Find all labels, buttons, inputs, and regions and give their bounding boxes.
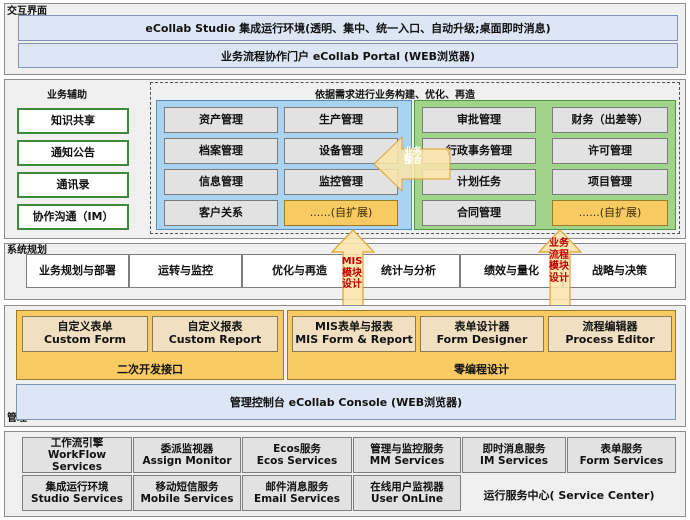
plan-deploy: 业务规划与部署 <box>26 254 129 288</box>
mis-design-label: MIS模块设计 <box>341 256 363 290</box>
service-online-en: User OnLine <box>370 493 444 505</box>
service-mm-en: MM Services <box>369 455 445 467</box>
service-form-en: Form Services <box>579 455 664 467</box>
service-assign: 委派监视器 Assign Monitor <box>133 437 241 473</box>
mis-form-en: MIS Form & Report <box>295 333 413 346</box>
module-customer: 客户关系 <box>164 200 278 226</box>
process-editor-box: 流程编辑器 Process Editor <box>548 316 672 352</box>
studio-bar-label: eCollab Studio 集成运行环境(透明、集中、统一入口、自动升级;桌面… <box>145 22 551 35</box>
module-contract: 合同管理 <box>422 200 536 226</box>
build-title: 依据需求进行业务构建、优化、再造 <box>315 90 475 101</box>
planning-layer-title: 系统规划 <box>7 245 47 256</box>
service-ecos-cn: Ecos服务 <box>273 442 321 455</box>
aux-item-contacts: 通讯录 <box>17 172 129 198</box>
plan-optimize: 优化与再造 <box>242 254 357 288</box>
mis-form-box: MIS表单与报表 MIS Form & Report <box>292 316 416 352</box>
custom-form-box: 自定义表单 Custom Form <box>22 316 148 352</box>
integration-arrow-label: 业务整合 <box>404 147 423 167</box>
build-container <box>150 82 680 234</box>
service-online: 在线用户监视器 User OnLine <box>353 475 461 511</box>
service-online-cn: 在线用户监视器 <box>370 480 444 493</box>
integration-arrow-icon <box>373 135 451 193</box>
portal-bar: 业务流程协作门户 eCollab Portal (WEB浏览器) <box>18 43 678 68</box>
console-bar-label: 管理控制台 eCollab Console (WEB浏览器) <box>229 396 463 409</box>
secondary-dev-label: 二次开发接口 <box>117 363 183 376</box>
service-im: 即时消息服务 IM Services <box>462 437 566 473</box>
plan-performance: 绩效与量化 <box>460 254 563 288</box>
custom-report-cn: 自定义报表 <box>187 320 243 334</box>
aux-item-im: 协作沟通（IM） <box>17 204 129 230</box>
module-project: 项目管理 <box>552 169 668 195</box>
studio-bar: eCollab Studio 集成运行环境(透明、集中、统一入口、自动升级;桌面… <box>18 15 678 41</box>
console-bar: 管理控制台 eCollab Console (WEB浏览器) <box>16 384 676 420</box>
module-monitoring: 监控管理 <box>284 169 398 195</box>
module-green-extend: ......(自扩展) <box>552 200 668 226</box>
module-license: 许可管理 <box>552 138 668 164</box>
module-finance: 财务（出差等） <box>552 107 668 133</box>
custom-form-en: Custom Form <box>43 333 127 346</box>
business-aux-title: 业务辅助 <box>47 90 87 101</box>
service-form-cn: 表单服务 <box>600 442 643 455</box>
form-designer-cn: 表单设计器 <box>454 320 510 334</box>
custom-report-box: 自定义报表 Custom Report <box>152 316 278 352</box>
service-im-cn: 即时消息服务 <box>482 442 546 455</box>
service-studio-cn: 集成运行环境 <box>45 480 109 493</box>
module-approval: 审批管理 <box>422 107 536 133</box>
service-studio-en: Studio Services <box>31 493 123 505</box>
module-information: 信息管理 <box>164 169 278 195</box>
process-editor-en: Process Editor <box>565 333 655 346</box>
service-workflow-en: WorkFlow Services <box>47 448 107 474</box>
portal-bar-label: 业务流程协作门户 eCollab Portal (WEB浏览器) <box>221 49 475 63</box>
aux-item-notice: 通知公告 <box>17 140 129 166</box>
service-ecos: Ecos服务 Ecos Services <box>242 437 352 473</box>
custom-report-en: Custom Report <box>168 333 262 346</box>
service-mm: 管理与监控服务 MM Services <box>353 437 461 473</box>
aux-item-knowledge: 知识共享 <box>17 108 129 134</box>
plan-statistics: 统计与分析 <box>357 254 460 288</box>
plan-strategy: 战略与决策 <box>563 254 676 288</box>
service-mm-cn: 管理与监控服务 <box>370 442 444 455</box>
zero-code-label: 零编程设计 <box>454 363 509 376</box>
service-workflow-cn: 工作流引擎 <box>50 436 104 449</box>
form-designer-en: Form Designer <box>436 333 528 346</box>
module-production: 生产管理 <box>284 107 398 133</box>
module-archive: 档案管理 <box>164 138 278 164</box>
service-form: 表单服务 Form Services <box>567 437 676 473</box>
module-blue-extend: ......(自扩展) <box>284 200 398 226</box>
form-designer-box: 表单设计器 Form Designer <box>420 316 544 352</box>
service-studio: 集成运行环境 Studio Services <box>22 475 132 511</box>
service-mobile-cn: 移动短信服务 <box>155 480 219 493</box>
service-mobile: 移动短信服务 Mobile Services <box>133 475 241 511</box>
mis-form-cn: MIS表单与报表 <box>315 320 393 334</box>
process-editor-cn: 流程编辑器 <box>582 320 638 334</box>
service-im-en: IM Services <box>480 455 548 467</box>
custom-form-cn: 自定义表单 <box>57 320 113 334</box>
flow-design-label: 业务流程模块设计 <box>549 238 569 284</box>
service-workflow: 工作流引擎 WorkFlow Services <box>22 437 132 473</box>
module-asset: 资产管理 <box>164 107 278 133</box>
service-email: 邮件消息服务 Email Services <box>242 475 352 511</box>
service-assign-en: Assign Monitor <box>142 455 232 467</box>
interaction-layer-title: 交互界面 <box>7 6 47 17</box>
service-ecos-en: Ecos Services <box>256 455 338 467</box>
service-email-en: Email Services <box>254 493 340 505</box>
plan-operation: 运转与监控 <box>129 254 242 288</box>
service-email-cn: 邮件消息服务 <box>265 480 329 493</box>
service-assign-cn: 委派监视器 <box>160 442 214 455</box>
service-mobile-en: Mobile Services <box>140 493 234 505</box>
service-center-label: 运行服务中心( Service Center) <box>483 489 655 502</box>
